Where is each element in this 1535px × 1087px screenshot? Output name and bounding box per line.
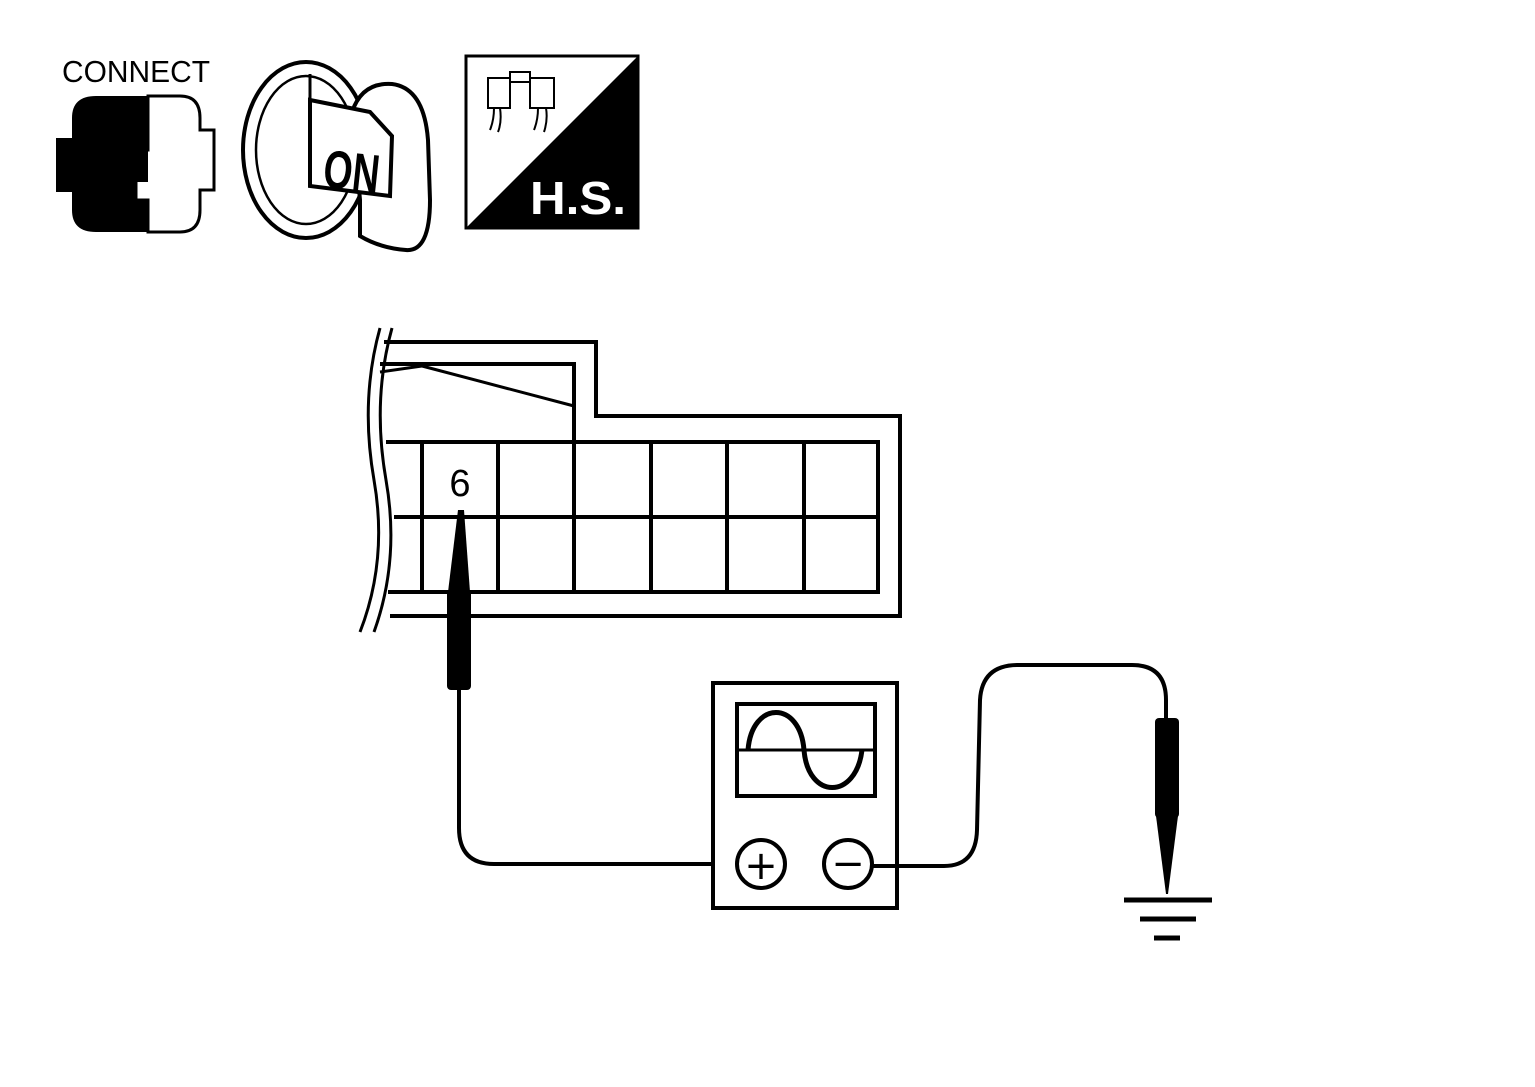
ignition-key-on-icon: ON	[241, 60, 433, 253]
negative-terminal: −	[822, 838, 874, 890]
positive-probe	[447, 510, 738, 866]
connector-connected-icon	[56, 94, 216, 234]
positive-lead-wire	[457, 690, 738, 866]
connect-icon-group: CONNECT	[56, 54, 216, 234]
ignition-on-label: ON	[321, 139, 383, 205]
terminal-grid	[420, 442, 806, 592]
harness-side-label: H.S.	[530, 172, 626, 224]
positive-symbol: +	[744, 843, 778, 889]
harness-side-connector-icon: H.S.	[464, 54, 640, 230]
negative-symbol: −	[831, 841, 865, 887]
connector-glyph-icon	[487, 71, 555, 133]
ground-symbol-icon	[1124, 897, 1212, 941]
negative-probe	[872, 663, 1179, 894]
negative-lead-wire	[872, 663, 1168, 868]
harness-connector	[358, 327, 902, 633]
connect-label: CONNECT	[62, 54, 210, 89]
oscilloscope: + −	[711, 681, 899, 910]
sine-wave-icon	[745, 710, 865, 790]
positive-terminal: +	[735, 838, 787, 890]
terminal-6-label: 6	[449, 463, 470, 505]
